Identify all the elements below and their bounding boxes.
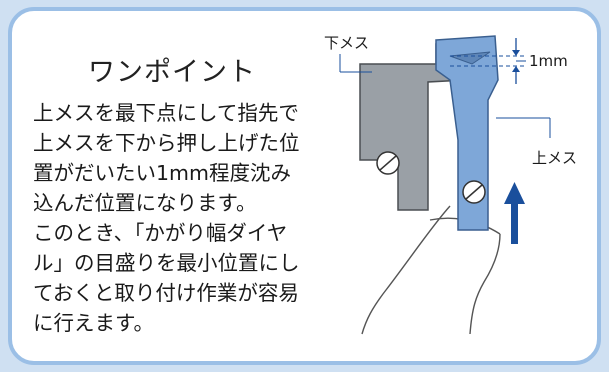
tip-box — [8, 7, 601, 365]
tip-line-4: 込んだ位置になります。 — [33, 191, 257, 215]
tip-line-8: に行えます。 — [33, 311, 154, 335]
tip-line-7: ておくと取り付け作業が容易 — [33, 281, 299, 305]
tip-line-1: 上メスを最下点にして指先で — [33, 101, 299, 125]
tip-line-3: 置がだいたい1mm程度沈み — [33, 161, 291, 185]
tip-line-6: ル」の目盛りを最小位置にし — [33, 251, 300, 275]
tip-line-2: 上メスを下から押し上げた位 — [33, 131, 300, 155]
push-up-arrow — [504, 182, 525, 244]
lower-knife-label: 下メス — [324, 34, 369, 52]
gap-label: 1mm — [529, 52, 568, 70]
upper-knife-label: 上メス — [532, 149, 577, 167]
knife-diagram: 1mm 下メス 上メス — [324, 34, 577, 335]
upper-knife — [435, 35, 499, 231]
tip-title: ワンポイント — [88, 57, 256, 88]
tip-body: 上メスを最下点にして指先で 上メスを下から押し上げた位 置がだいたい1mm程度沈… — [33, 98, 303, 338]
tip-line-5: このとき、「かがり幅ダイヤ — [33, 221, 288, 245]
